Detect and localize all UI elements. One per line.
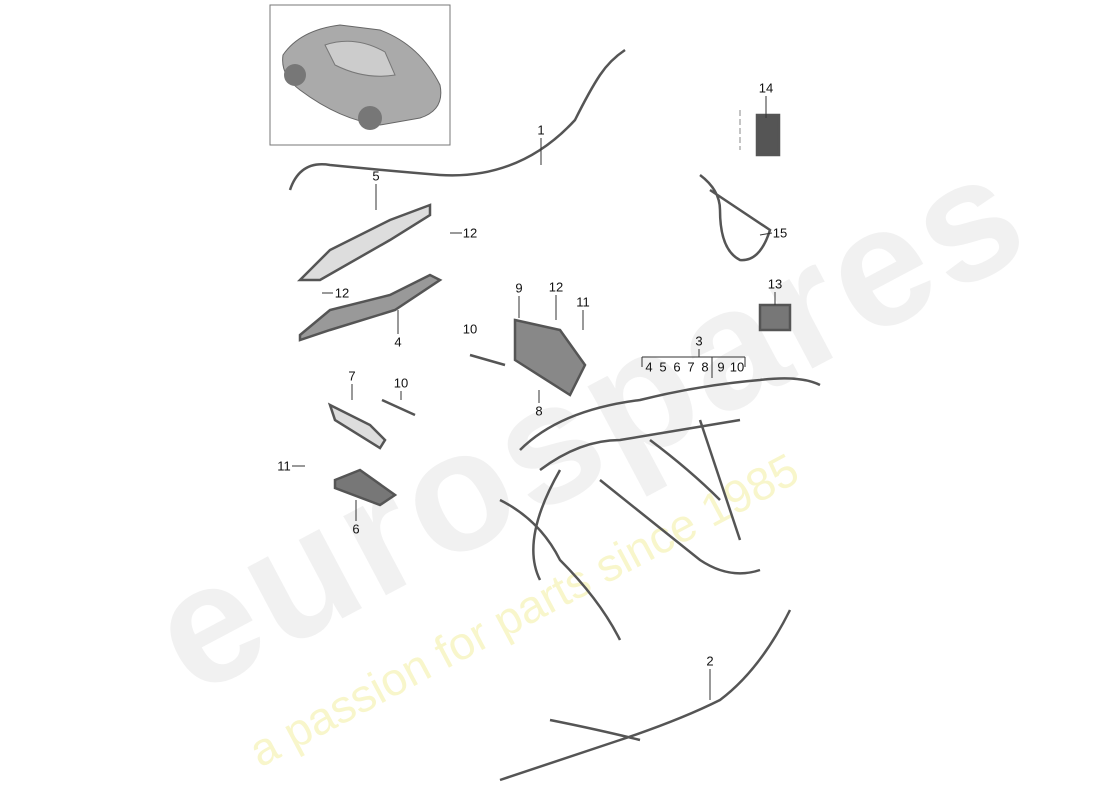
callout-9[interactable]: 9 [515, 280, 523, 296]
callout-10[interactable]: 10 [462, 321, 478, 337]
callout-6[interactable]: 6 [352, 521, 360, 537]
callout-14[interactable]: 14 [758, 80, 774, 96]
subpart-label: 5 [659, 359, 667, 375]
subpart-label: 8 [701, 359, 709, 375]
callout-13[interactable]: 13 [767, 276, 783, 292]
callout-5[interactable]: 5 [372, 168, 380, 184]
callout-2[interactable]: 2 [706, 653, 714, 669]
callout-12[interactable]: 12 [334, 285, 350, 301]
subpart-label: 6 [673, 359, 681, 375]
leader-lines [292, 96, 776, 700]
subpart-label: 10 [729, 359, 745, 375]
callout-4[interactable]: 4 [394, 334, 402, 350]
callout-8[interactable]: 8 [535, 403, 543, 419]
wiring-parts [288, 48, 821, 782]
callout-7[interactable]: 7 [348, 368, 356, 384]
subpart-label: 9 [717, 359, 725, 375]
callout-1[interactable]: 1 [537, 122, 545, 138]
subpart-label: 4 [645, 359, 653, 375]
callout-11[interactable]: 11 [277, 458, 291, 474]
callout-10[interactable]: 10 [393, 375, 409, 391]
subpart-label: 7 [687, 359, 695, 375]
callout-12[interactable]: 12 [548, 279, 564, 295]
callout-11[interactable]: 11 [576, 294, 590, 310]
callout-3[interactable]: 3 [695, 333, 703, 349]
car-thumbnail [269, 4, 451, 146]
callout-15[interactable]: 15 [772, 225, 788, 241]
callout-12[interactable]: 12 [462, 225, 478, 241]
